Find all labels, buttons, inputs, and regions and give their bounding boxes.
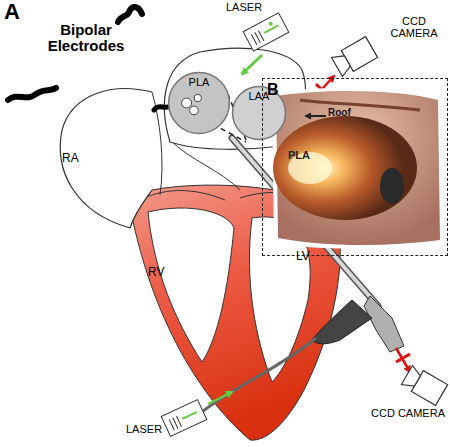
bipolar-electrode [118, 7, 142, 22]
part-label: Roof [328, 108, 368, 119]
rv-cavity [148, 208, 234, 362]
inset-photo [272, 88, 442, 249]
endoscope-cable [202, 338, 316, 412]
laser-icon [243, 13, 289, 51]
part-label: A [4, 0, 34, 23]
part-label: LASER [126, 424, 176, 436]
camera-icon [331, 37, 378, 78]
excitation-arrow [242, 55, 262, 74]
excitation-arrow [208, 392, 232, 404]
vein-ostium [182, 98, 192, 108]
region-label: PLA [189, 76, 210, 88]
part-label: RA [62, 152, 92, 165]
part-label: CCD CAMERA [382, 16, 446, 39]
laser-icon [161, 400, 207, 437]
circle-fill [169, 73, 230, 134]
part-label: LASER [226, 2, 276, 14]
part-label: LV [296, 250, 326, 263]
region-label: LAA [249, 90, 270, 102]
part-label: RV [148, 266, 178, 279]
panel-letter: B [267, 81, 279, 99]
endoscope-handle [312, 300, 372, 344]
region-circle: PLA [168, 72, 230, 134]
inset-box: B [262, 78, 448, 256]
camera-icon [401, 365, 448, 406]
part-label: Bipolar Electrodes [38, 22, 134, 54]
part-label: CCD CAMERA [368, 408, 448, 420]
part-label: PLA [288, 150, 328, 162]
right-atrium [60, 89, 152, 228]
vein-ostium [194, 94, 201, 101]
emission-filter [396, 354, 410, 362]
vein-ostium [190, 106, 199, 115]
endoscope-handle [364, 296, 404, 352]
emission-arrow [396, 348, 410, 372]
bipolar-electrode [8, 88, 56, 100]
